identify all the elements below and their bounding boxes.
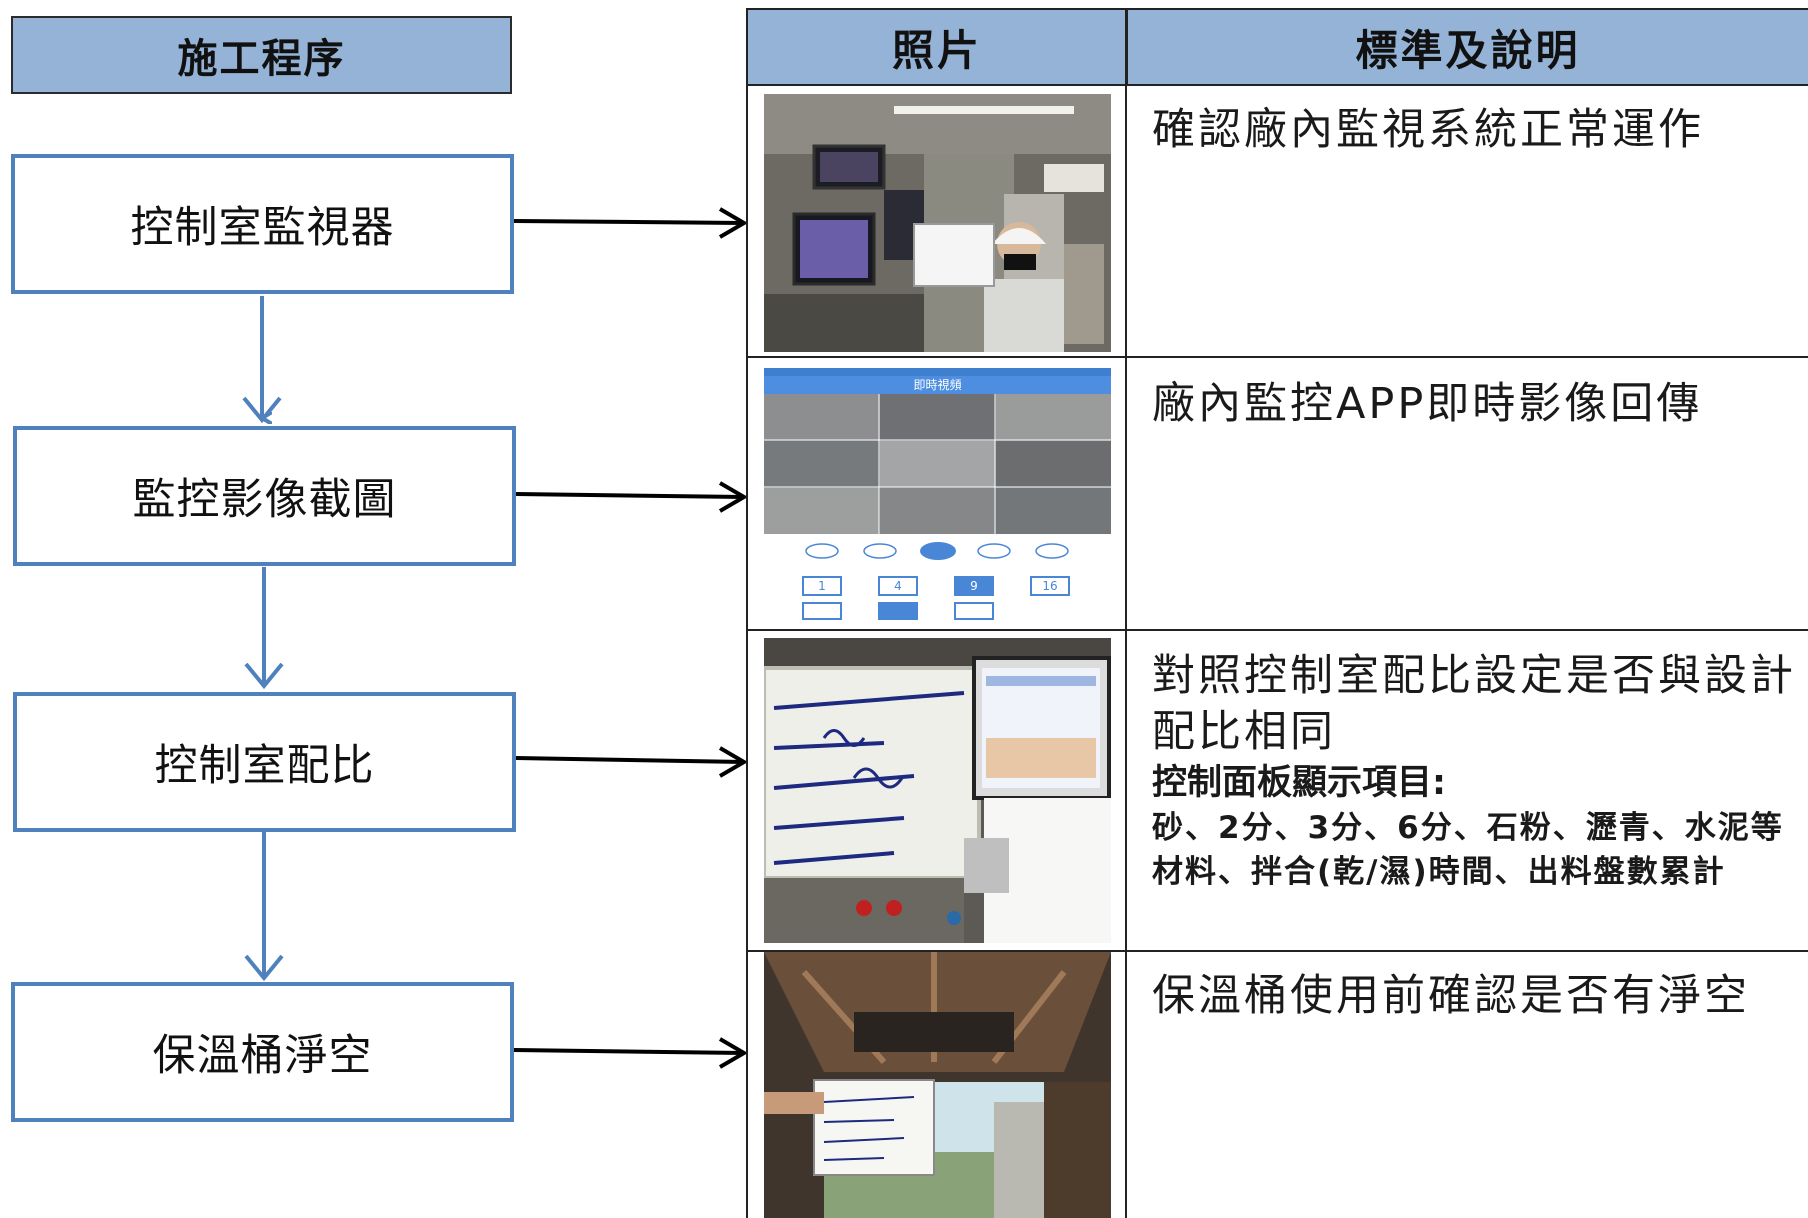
- column-header-description: 標準及說明: [1126, 8, 1808, 86]
- table-row-divider-2: [746, 629, 1808, 631]
- arrow-row-3-head: [718, 746, 748, 778]
- table-divider-column: [1125, 8, 1127, 1218]
- photo-insulated-bin: [764, 952, 1111, 1218]
- table-row-divider-1: [746, 356, 1808, 358]
- arrow-row-4-head: [718, 1037, 748, 1069]
- row-2-text: 廠內監控APP即時影像回傳: [1152, 379, 1703, 429]
- arrow-row-1-head: [718, 207, 748, 239]
- row-3-description: 對照控制室配比設定是否與設計配比相同 控制面板顯示項目: 砂、2分、3分、6分、…: [1128, 634, 1808, 894]
- row-4-description: 保溫桶使用前確認是否有淨空: [1128, 954, 1808, 1024]
- grid-16-button: 16: [1030, 576, 1070, 596]
- connector-2-3-head: [244, 662, 284, 690]
- arrow-row-4: [513, 1048, 745, 1055]
- fullscreen-icon: [802, 602, 842, 620]
- step-control-room-monitor: 控制室監視器: [11, 154, 514, 294]
- step-insulated-bin-clearing: 保溫桶淨空: [11, 982, 514, 1122]
- row-3-items: 砂、2分、3分、6分、石粉、瀝青、水泥等材料、拌合(乾/濕)時間、出料盤數累計: [1152, 810, 1784, 890]
- arrow-row-1: [513, 219, 745, 225]
- row-3-subheading: 控制面板顯示項目:: [1152, 763, 1446, 803]
- record-icon: [954, 602, 994, 620]
- connector-1-2-head: [242, 396, 282, 424]
- connector-3-4-head: [244, 954, 284, 982]
- row-1-text: 確認廠內監視系統正常運作: [1152, 105, 1704, 155]
- photo-app-screenshot: 即時視頻 1 4 9 16: [764, 368, 1111, 625]
- table-border-left: [746, 8, 748, 1218]
- arrow-row-3: [515, 756, 745, 764]
- app-title: 即時視頻: [764, 376, 1111, 394]
- row-2-description: 廠內監控APP即時影像回傳: [1128, 362, 1808, 432]
- row-3-text: 對照控制室配比設定是否與設計配比相同: [1152, 651, 1796, 757]
- row-1-description: 確認廠內監視系統正常運作: [1128, 88, 1808, 158]
- table-row-divider-3: [746, 950, 1808, 952]
- step-control-room-ratio: 控制室配比: [13, 692, 516, 832]
- row-4-text: 保溫桶使用前確認是否有淨空: [1152, 971, 1750, 1021]
- photo-control-panel-ratio: [764, 638, 1111, 943]
- grid-9-button: 9: [954, 576, 994, 596]
- procedure-header: 施工程序: [11, 16, 512, 94]
- grid-1-button: 1: [802, 576, 842, 596]
- arrow-row-2: [515, 492, 745, 499]
- column-header-photo: 照片: [746, 8, 1126, 86]
- arrow-row-2-head: [718, 481, 748, 513]
- quality-icon: [878, 602, 918, 620]
- step-monitor-screenshot: 監控影像截圖: [13, 426, 516, 566]
- photo-control-room: [764, 94, 1111, 352]
- grid-4-button: 4: [878, 576, 918, 596]
